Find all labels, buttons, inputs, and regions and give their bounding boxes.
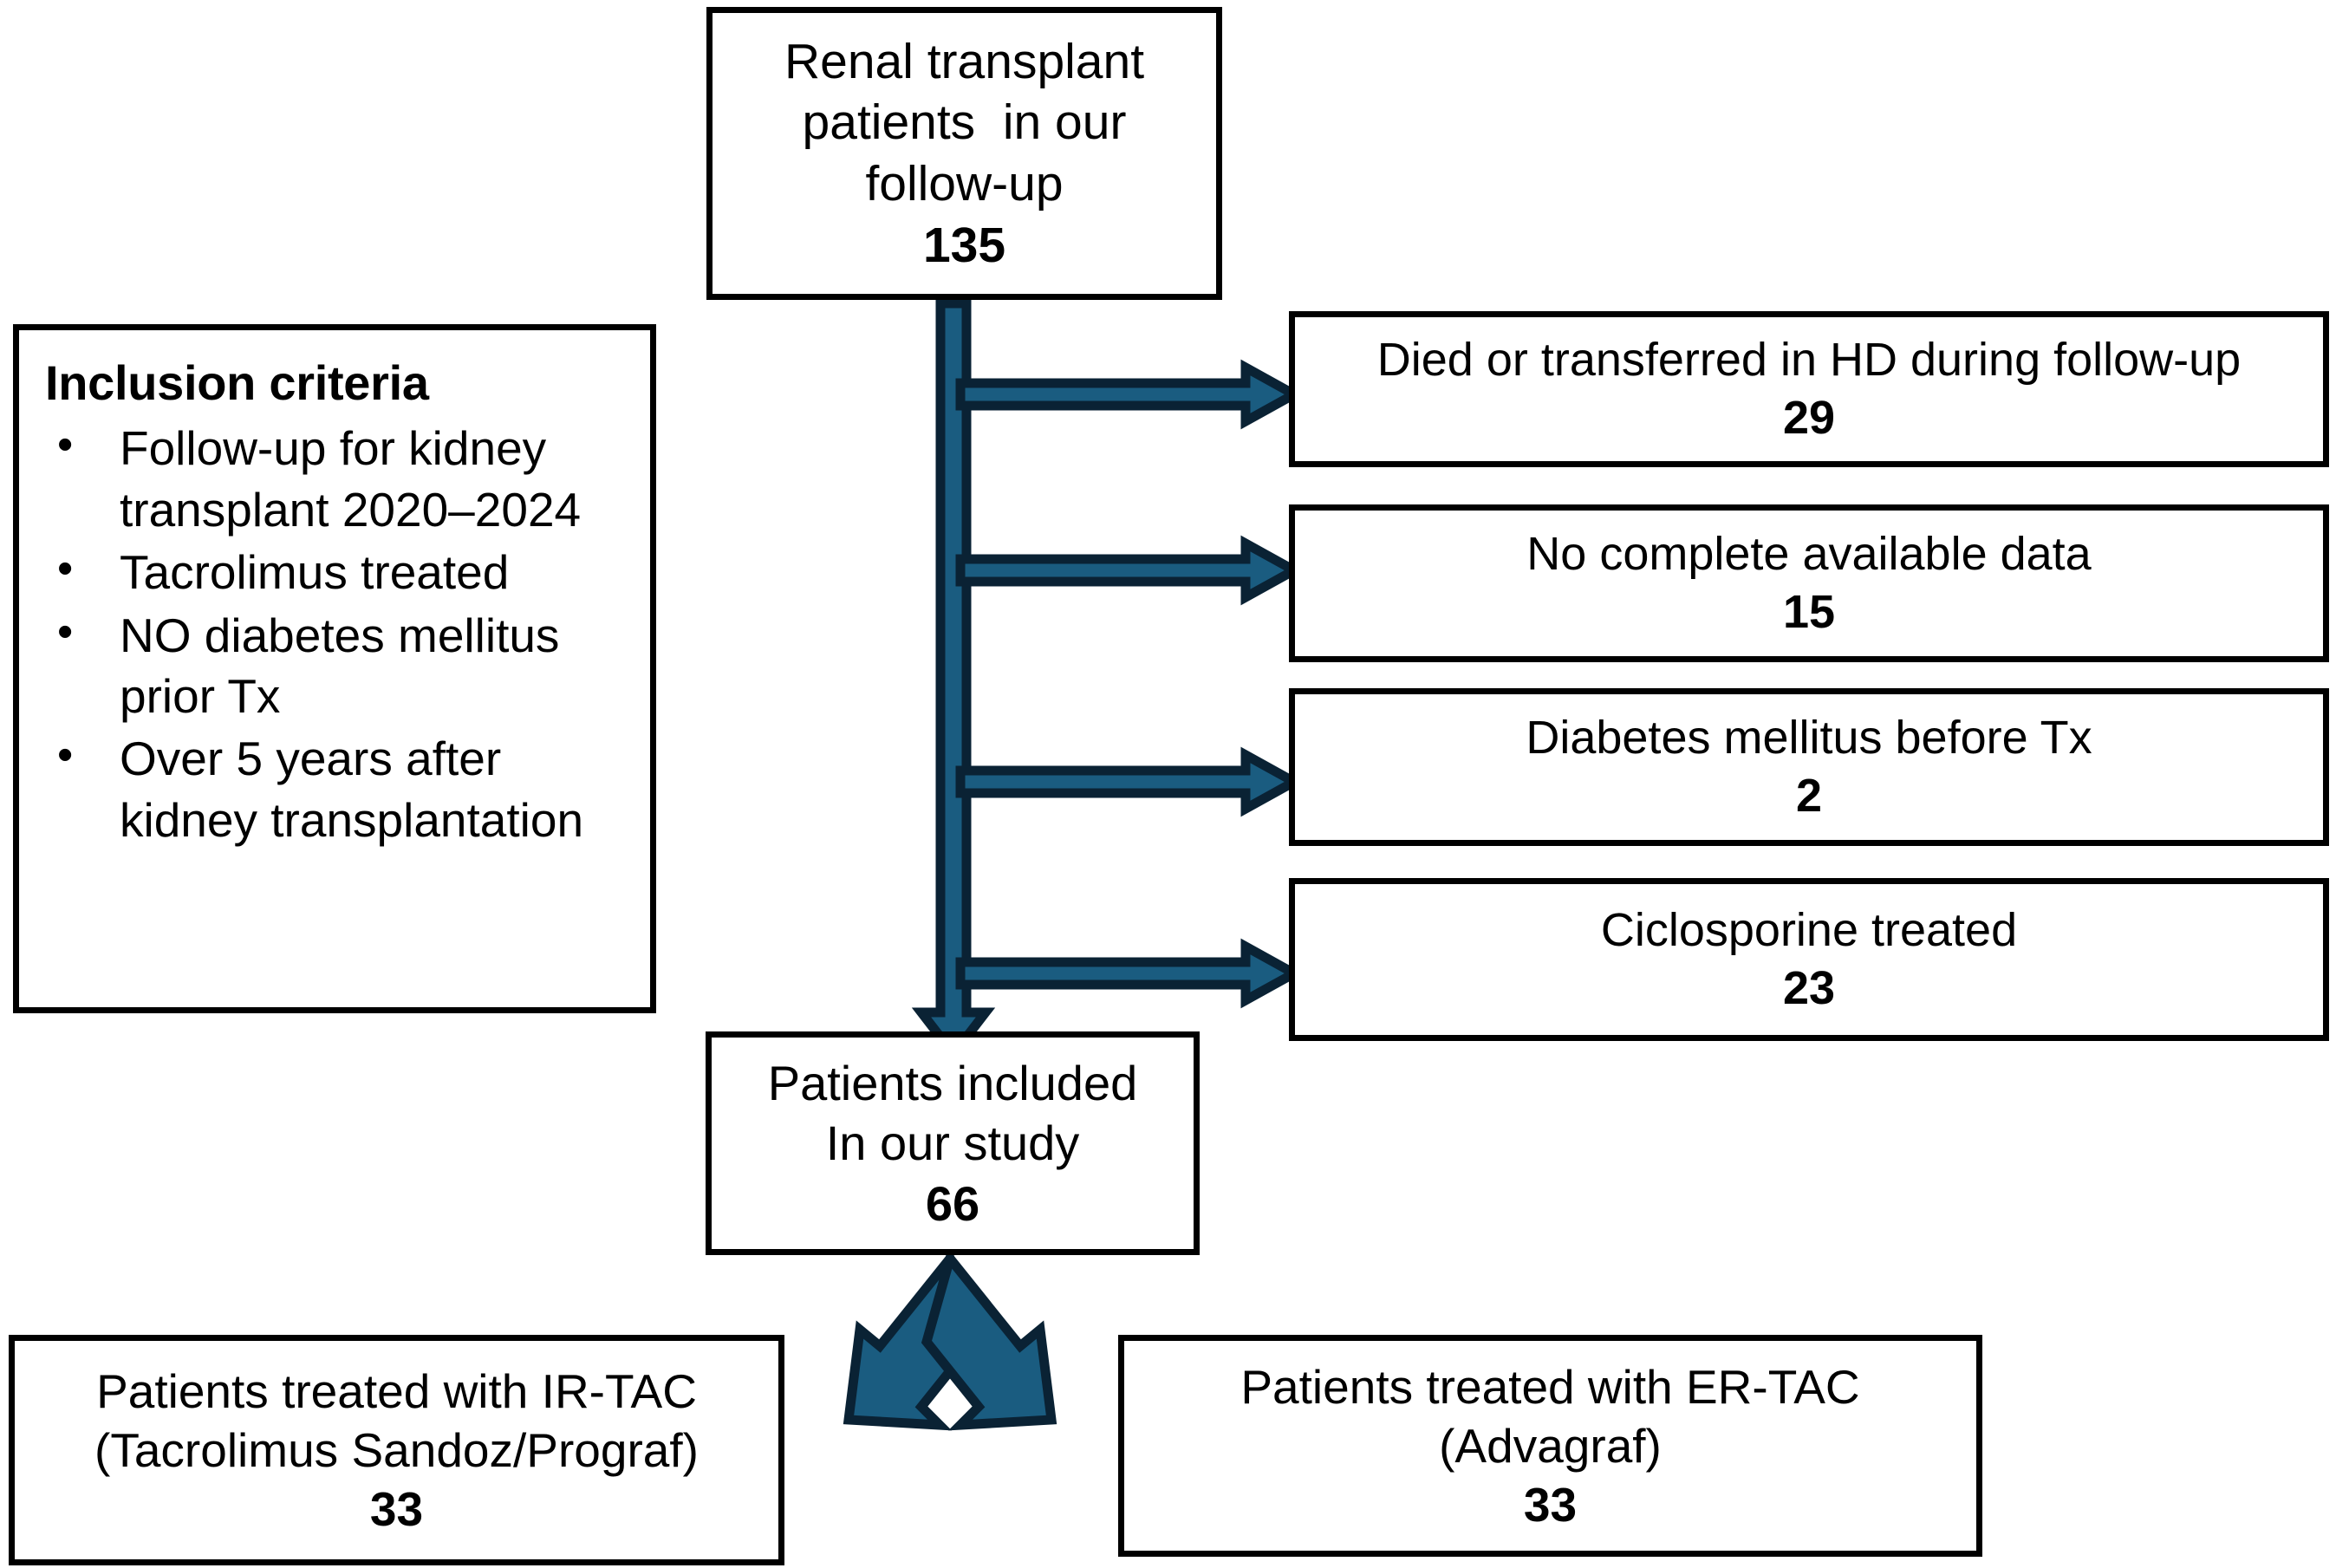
arm-line-1: Patients treated with ER-TAC <box>1240 1359 1860 1414</box>
exclusion-label: No complete available data <box>1526 528 2092 581</box>
split-arrow-left <box>843 1248 979 1431</box>
criteria-item-label: Over 5 years after kidney transplantatio… <box>120 732 584 847</box>
criteria-item-label: Follow-up for kidney transplant 2020–202… <box>120 421 582 537</box>
exclusion-count: 2 <box>1795 770 1823 822</box>
arm-line-2: (Tacrolimus Sandoz/Prograf) <box>94 1422 699 1477</box>
exclusion-label: Ciclosporine treated <box>1600 904 2018 957</box>
bullet-icon: • <box>57 730 74 781</box>
branch-arrow-3 <box>955 746 1305 817</box>
exclusion-box-ciclosporine-treated: Ciclosporine treated 23 <box>1289 878 2329 1041</box>
bullet-icon: • <box>57 543 74 595</box>
arm-count: 33 <box>369 1482 424 1537</box>
branch-arrow-1 <box>955 359 1305 430</box>
branch-arrow-2 <box>955 535 1305 606</box>
arm-line-1: Patients treated with IR-TAC <box>96 1363 697 1418</box>
list-item: • NO diabetes mellitus prior Tx <box>45 605 624 727</box>
exclusion-box-died-transferred: Died or transferred in HD during follow-… <box>1289 311 2329 467</box>
exclusion-label: Diabetes mellitus before Tx <box>1526 712 2092 764</box>
source-population-box: Renal transplant patients in our follow-… <box>706 7 1222 300</box>
source-line-3: follow-up <box>865 156 1064 211</box>
arm-line-2: (Advagraf) <box>1439 1418 1662 1473</box>
source-count: 135 <box>922 217 1006 273</box>
exclusion-box-no-complete-data: No complete available data 15 <box>1289 504 2329 662</box>
arm-count: 33 <box>1523 1478 1578 1532</box>
source-line-2: patients in our <box>802 94 1127 151</box>
inclusion-criteria-list: • Follow-up for kidney transplant 2020–2… <box>45 418 624 850</box>
included-line-1: Patients included <box>767 1055 1138 1110</box>
exclusion-label: Died or transferred in HD during follow-… <box>1376 334 2242 387</box>
included-count: 66 <box>925 1175 980 1231</box>
source-line-1: Renal transplant <box>784 33 1145 89</box>
criteria-item-label: NO diabetes mellitus prior Tx <box>120 608 560 723</box>
main-trunk-arrow <box>911 298 996 1063</box>
branch-arrow-4 <box>955 938 1305 1009</box>
list-item: • Over 5 years after kidney transplantat… <box>45 728 624 850</box>
list-item: • Follow-up for kidney transplant 2020–2… <box>45 418 624 540</box>
included-line-2: In our study <box>825 1116 1080 1171</box>
inclusion-criteria-box: Inclusion criteria • Follow-up for kidne… <box>13 324 656 1013</box>
bullet-icon: • <box>57 606 74 657</box>
arm-box-er-tac: Patients treated with ER-TAC (Advagraf) … <box>1118 1335 1982 1557</box>
criteria-item-label: Tacrolimus treated <box>120 545 510 600</box>
exclusion-count: 23 <box>1782 962 1836 1014</box>
split-arrow-right <box>921 1248 1057 1431</box>
included-patients-box: Patients included In our study 66 <box>706 1031 1200 1255</box>
arm-box-ir-tac: Patients treated with IR-TAC (Tacrolimus… <box>9 1335 784 1565</box>
exclusion-box-diabetes-before-tx: Diabetes mellitus before Tx 2 <box>1289 688 2329 846</box>
exclusion-count: 15 <box>1782 586 1836 638</box>
list-item: • Tacrolimus treated <box>45 542 624 602</box>
bullet-icon: • <box>57 420 74 471</box>
inclusion-criteria-title: Inclusion criteria <box>45 355 429 410</box>
exclusion-count: 29 <box>1782 392 1836 444</box>
